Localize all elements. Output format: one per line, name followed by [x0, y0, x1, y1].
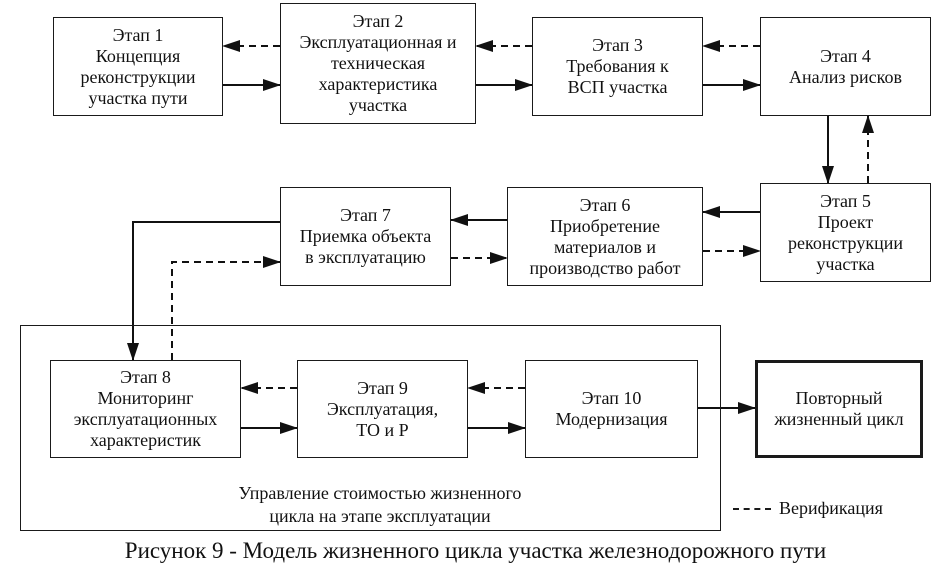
stage-title-line: ВСП участка — [567, 77, 668, 97]
operation-phase-label: Управление стоимостью жизненного цикла н… — [200, 482, 560, 528]
flow-arrow-7-to-8 — [127, 221, 280, 361]
stage-title-line: Мониторинг — [97, 388, 194, 408]
stage-title-line: производство работ — [529, 257, 681, 278]
stage-title-line: реконструкции — [788, 232, 903, 253]
stage-number: Этап 6 — [579, 194, 631, 215]
stage-number: Этап 3 — [592, 35, 643, 55]
stage-title-line: Приемка объекта — [299, 226, 432, 246]
stage-title-line: Приобретение — [550, 215, 660, 236]
stage-title-line: Требования к — [566, 56, 669, 76]
stage-number: Этап 5 — [820, 190, 871, 211]
operation-phase-group — [20, 325, 721, 531]
stage-title-line: Эксплуатация, — [326, 398, 439, 419]
stage-title-line: характеристик — [90, 430, 201, 450]
stage-title-line: ТО и Р — [356, 419, 409, 440]
verification-arrow-8-to-7 — [171, 256, 281, 360]
stage-number: Этап 1 — [112, 24, 164, 45]
stage-title-line: участка — [816, 253, 875, 274]
stage-number: Этап 8 — [120, 367, 171, 387]
stage-title-line: реконструкции — [80, 66, 196, 87]
repeat-cycle-line-2: жизненный цикл — [774, 409, 904, 429]
repeat-cycle-line-1: Повторный — [795, 388, 883, 408]
stage-number: Этап 2 — [352, 11, 404, 31]
stage-number: Этап 7 — [340, 205, 391, 225]
stage-title-line: в эксплуатацию — [305, 247, 426, 267]
stage-number: Этап 9 — [357, 377, 408, 398]
legend-label: Верификация — [779, 498, 883, 518]
stage-title-line: Проект — [817, 211, 874, 232]
stage-title-line: техническая — [330, 53, 426, 73]
figure-caption: Рисунок 9 - Модель жизненного цикла учас… — [124, 538, 827, 563]
repeat-cycle-box: Повторный жизненный цикл — [755, 360, 923, 458]
group-label-line-2: цикла на этапе эксплуатации — [269, 506, 491, 526]
stage-title-line: эксплуатационных — [73, 409, 218, 429]
stage-title-line: Эксплуатационная и — [299, 32, 457, 52]
stage-number: Этап 4 — [820, 45, 871, 66]
legend: Верификация — [733, 498, 883, 519]
stage-title-line: участка пути — [88, 87, 188, 108]
group-label-line-1: Управление стоимостью жизненного — [238, 483, 522, 503]
dashed-line-legend-icon — [733, 507, 771, 510]
stage-title-line: Модернизация — [555, 409, 668, 429]
stage-title-line: участка — [348, 95, 408, 115]
stage-title-line: характеристика — [318, 74, 438, 94]
stage-title-line: Анализ рисков — [789, 66, 902, 87]
stage-title-line: материалов и — [553, 236, 657, 257]
stage-number: Этап 10 — [581, 388, 642, 408]
stage-title-line: Концепция — [95, 45, 181, 66]
